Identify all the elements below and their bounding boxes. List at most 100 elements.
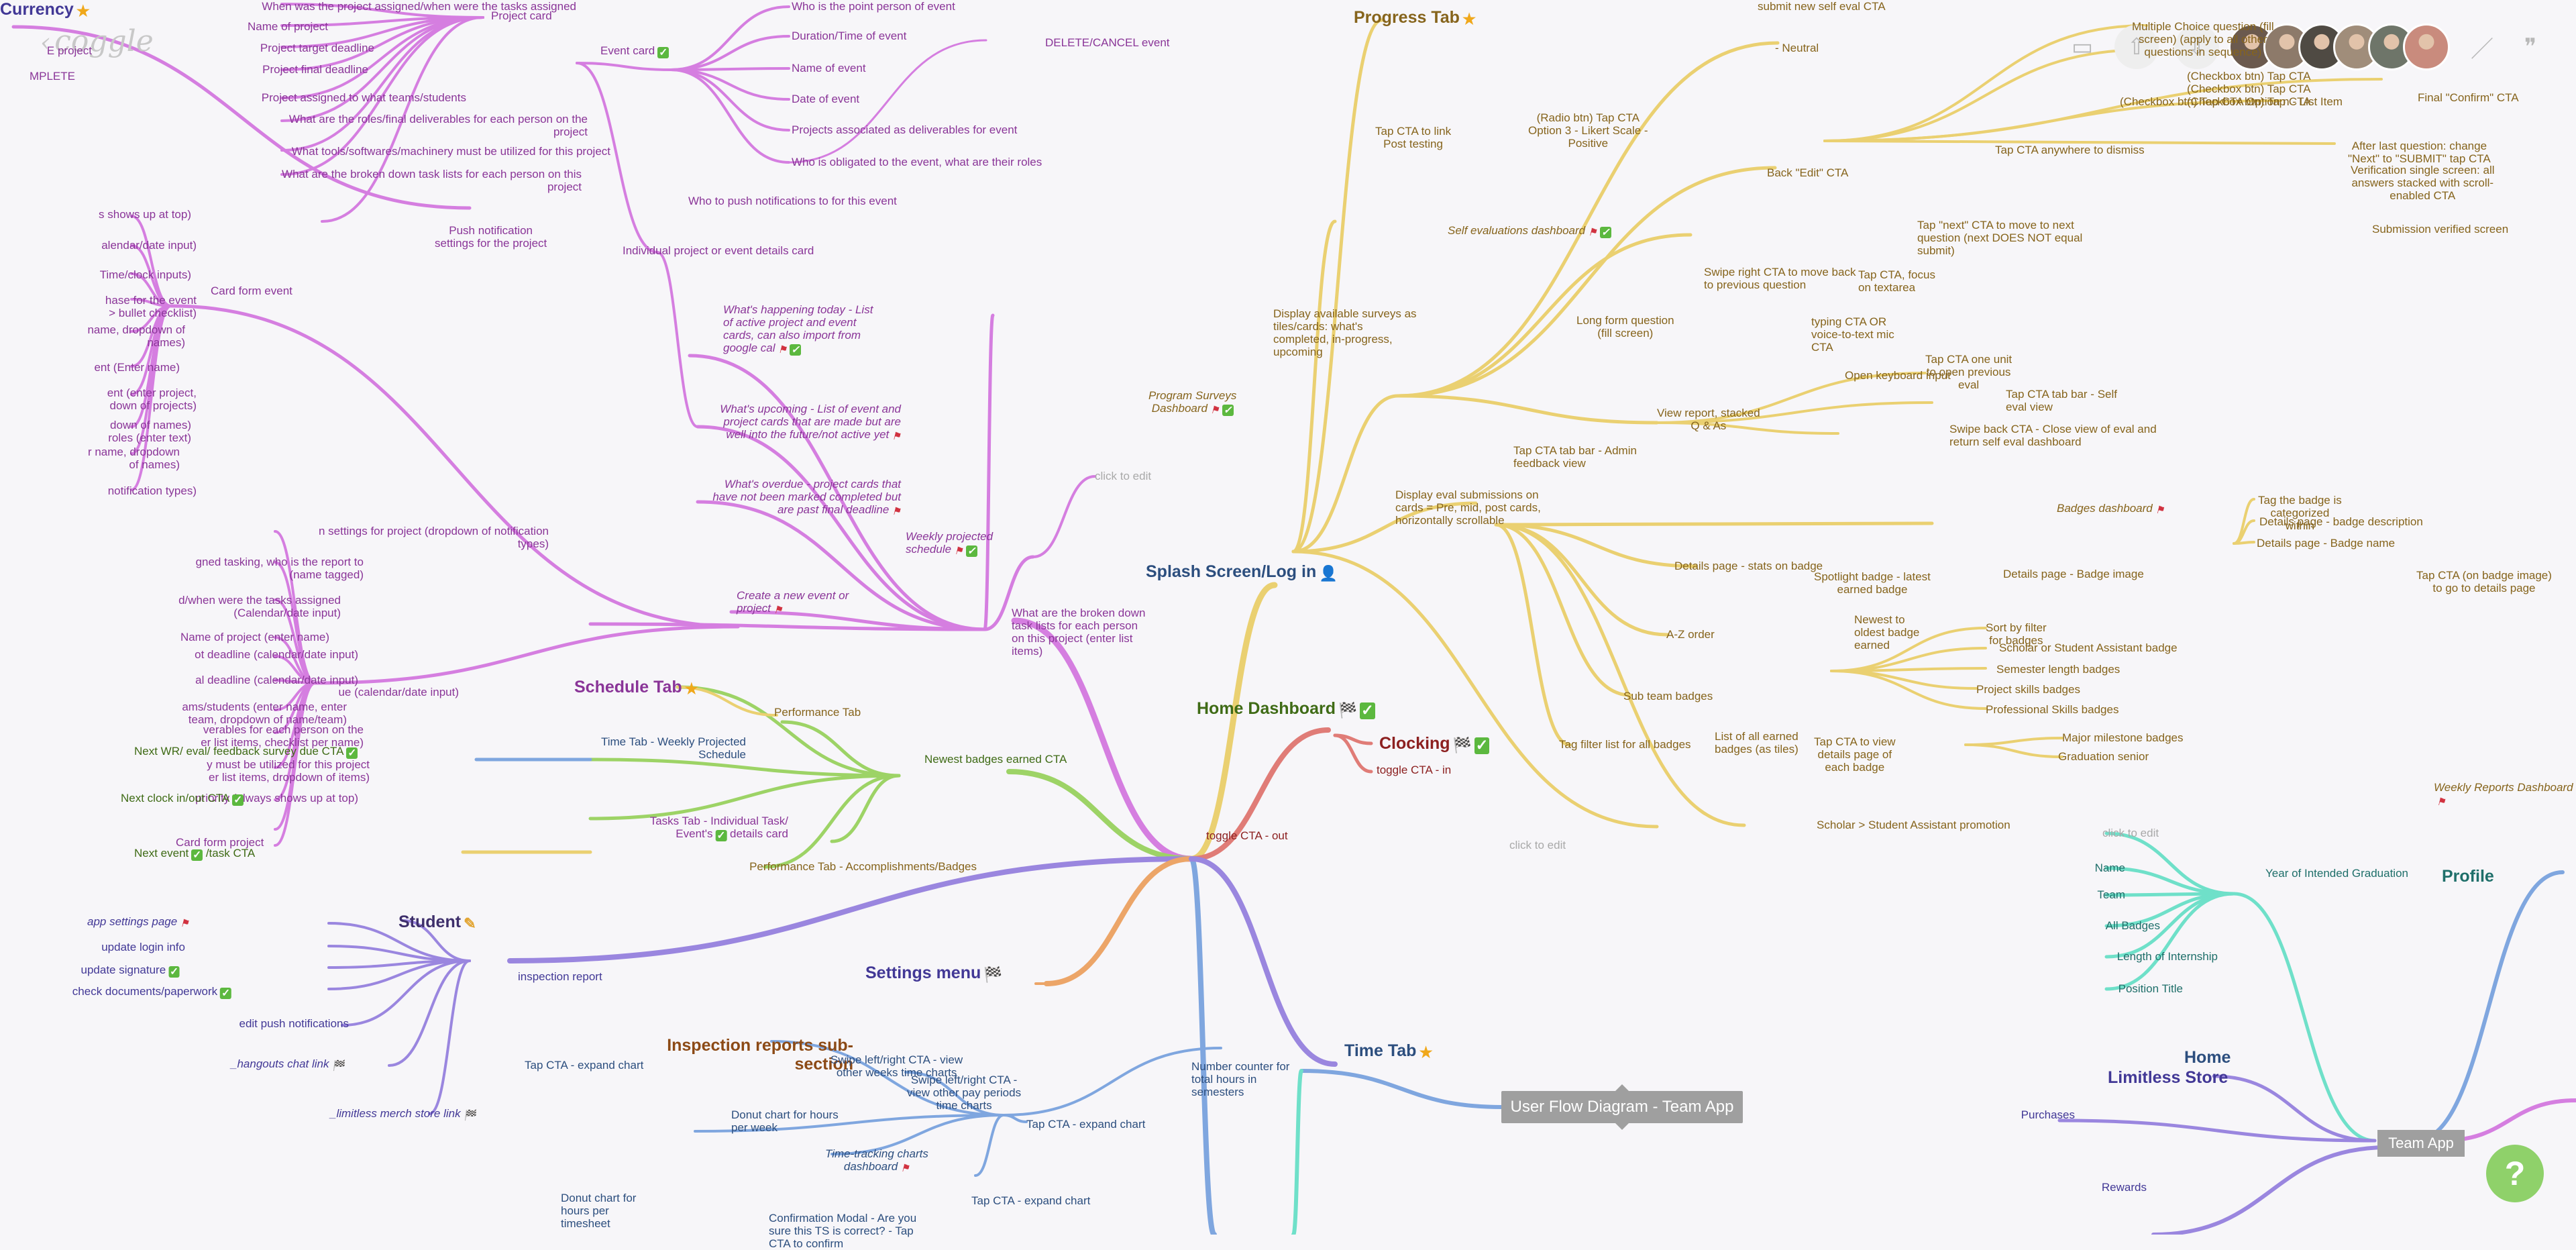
mindmap-node[interactable]: What's happening today - List of active … (723, 303, 873, 356)
mindmap-node[interactable]: Tap CTA anywhere to dismiss (1995, 144, 2145, 156)
mindmap-node[interactable]: update signature✓ (81, 963, 180, 978)
mindmap-node[interactable]: Weekly projected schedule⚑✓ (906, 530, 993, 558)
mindmap-node[interactable]: Sub team badges (1623, 690, 1713, 702)
mindmap-node[interactable]: (Checkbox btn) Tap CTA (Checkbox btn) Ta… (2187, 70, 2311, 108)
mindmap-node[interactable]: Donut chart for hours per timesheet (561, 1192, 636, 1230)
mindmap-node[interactable]: Rewards (2102, 1181, 2147, 1194)
mindmap-node[interactable]: gned tasking, who is the report to (name… (196, 556, 364, 581)
mindmap-node[interactable]: Tap "next" CTA to move to next question … (1917, 219, 2082, 257)
mindmap-node[interactable]: Tap CTA tab bar - Admin feedback view (1513, 444, 1637, 470)
mindmap-node[interactable]: Settings menu🏁 (865, 963, 1002, 983)
mindmap-node[interactable]: Duration/Time of event (792, 30, 906, 42)
mindmap-node[interactable]: Time Tab - Weekly Projected Schedule (601, 735, 746, 761)
mindmap-node[interactable]: Individual project or event details card (623, 244, 814, 257)
mindmap-node[interactable]: Who is obligated to the event, what are … (792, 156, 1042, 168)
mindmap-node[interactable]: Swipe left/right CTA - view other weeks … (830, 1053, 963, 1079)
help-button[interactable]: ? (2486, 1145, 2544, 1202)
mindmap-node[interactable]: Scholar or Student Assistant badge (1999, 641, 2178, 654)
mindmap-node[interactable]: Final "Confirm" CTA (2418, 91, 2519, 104)
mindmap-node[interactable]: Long form question (fill screen) (1576, 314, 1674, 340)
mindmap-node[interactable]: _limitless merch store link🏁 (330, 1107, 476, 1121)
mindmap-node[interactable]: Home (2184, 1048, 2231, 1067)
mindmap-node[interactable]: Tap CTA (on badge image) to go to detail… (2416, 569, 2552, 594)
mindmap-node[interactable]: Swipe left/right CTA - view other pay pe… (907, 1074, 1021, 1112)
mindmap-node[interactable]: Push notification settings for the proje… (435, 224, 547, 250)
collaborator-avatars[interactable] (2229, 23, 2450, 70)
mindmap-node[interactable]: Details page - badge description (2259, 515, 2423, 528)
mindmap-node[interactable]: n settings for project (dropdown of noti… (319, 525, 549, 550)
mindmap-node[interactable]: View report, stacked Q & As (1657, 407, 1760, 432)
mindmap-node[interactable]: alendar/date input) (101, 239, 197, 252)
mindmap-node[interactable]: ot deadline (calendar/date input) (195, 648, 358, 661)
mindmap-node[interactable]: When was the project assigned/when were … (262, 0, 576, 13)
mindmap-node[interactable]: Swipe right CTA to move back to previous… (1704, 266, 1856, 291)
mindmap-node[interactable]: Tap CTA - expand chart (1026, 1118, 1145, 1131)
mindmap-node[interactable]: What are the roles/final deliverables fo… (289, 113, 588, 138)
mindmap-node[interactable]: Currency★ (0, 0, 90, 19)
mindmap-node[interactable]: toggle CTA - in (1377, 764, 1451, 776)
mindmap-node[interactable]: Back "Edit" CTA (1767, 166, 1848, 179)
mindmap-node[interactable]: Newest to oldest badge earned (1854, 613, 1919, 652)
mindmap-node[interactable]: check documents/paperwork✓ (72, 985, 231, 1000)
mindmap-node[interactable]: submit new self eval CTA (1758, 0, 1886, 13)
mindmap-node[interactable]: Semester length badges (1996, 663, 2120, 676)
mindmap-node[interactable]: Splash Screen/Log in👤 (1146, 562, 1338, 582)
mindmap-node[interactable]: ent (Enter name) (94, 361, 180, 374)
mindmap-node[interactable]: al deadline (calendar/date input) (195, 674, 358, 686)
back-arrow-icon[interactable]: ‹ (40, 28, 51, 57)
mindmap-node[interactable]: Details page - stats on badge (1674, 560, 1823, 572)
mindmap-node[interactable]: Graduation senior (2058, 750, 2149, 763)
mindmap-node[interactable]: Program Surveys Dashboard⚑✓ (1148, 389, 1236, 417)
mindmap-node[interactable]: click to edit (1509, 839, 1566, 851)
upload-icon[interactable]: ⇧ (2114, 25, 2159, 69)
mindmap-node[interactable]: Project final deadline (262, 63, 368, 76)
mindmap-node[interactable]: Date of event (792, 93, 859, 105)
mindmap-node[interactable]: Newest badges earned CTA (924, 753, 1067, 766)
mindmap-node[interactable]: Home Dashboard🏁✓ (1197, 699, 1375, 719)
mindmap-node[interactable]: notification types) (108, 484, 197, 497)
mindmap-node[interactable]: Next event✓ /task CTA (134, 847, 255, 862)
mindmap-node[interactable]: DELETE/CANCEL event (1045, 36, 1170, 49)
mindmap-node[interactable]: Time/clock inputs) (100, 268, 191, 281)
mindmap-node[interactable]: down of names) roles (enter text) (108, 419, 191, 444)
mindmap-node[interactable]: What's upcoming - List of event and proj… (720, 403, 901, 441)
mindmap-node[interactable]: ue (calendar/date input) (338, 686, 459, 698)
mindmap-node[interactable]: s shows up at top) (99, 208, 191, 221)
mindmap-node[interactable]: Profile (2442, 867, 2494, 886)
mindmap-node[interactable]: Event card✓ (600, 44, 669, 59)
mindmap-node[interactable]: What are the broken down task lists for … (1012, 607, 1145, 658)
mindmap-node[interactable]: Tap CTA - expand chart (971, 1194, 1090, 1207)
mindmap-node[interactable]: Purchases (2021, 1108, 2075, 1121)
mindmap-node[interactable]: Display eval submissions on cards = Pre,… (1395, 488, 1541, 527)
mindmap-node[interactable]: hase for the event > bullet checklist) (105, 294, 197, 319)
mindmap-node[interactable]: Project assigned to what teams/students (262, 91, 466, 104)
mindmap-node[interactable]: Card form event (211, 284, 292, 297)
mindmap-node[interactable]: (Radio btn) Tap CTA Option 3 - Likert Sc… (1528, 111, 1648, 150)
mindmap-node[interactable]: edit push notifications (239, 1017, 350, 1030)
mindmap-node[interactable]: Next WR/ eval/ feedback survey due CTA✓ (134, 745, 358, 760)
mindmap-node[interactable]: Schedule Tab★ (574, 678, 698, 697)
mindmap-node[interactable]: Project skills badges (1976, 683, 2080, 696)
mindmap-node[interactable]: Details page - Badge name (2257, 537, 2395, 550)
mindmap-node[interactable]: Student✎ (398, 913, 476, 932)
mindmap-node[interactable]: Name of event (792, 62, 866, 74)
avatar[interactable] (2403, 23, 2450, 70)
present-icon[interactable]: ▭ (2071, 34, 2094, 60)
mindmap-node[interactable]: Open keyboard input (1845, 369, 1951, 382)
download-icon[interactable]: ⇩ (2175, 25, 2219, 69)
mindmap-node[interactable]: Progress Tab★ (1354, 8, 1476, 28)
mindmap-node[interactable]: What's overdue - project cards that have… (712, 478, 901, 517)
mindmap-node[interactable]: Who is the point person of event (792, 0, 955, 13)
mindmap-node[interactable]: name, dropdown of names) (87, 323, 185, 349)
mindmap-node[interactable]: Self evaluations dashboard⚑✓ (1448, 224, 1611, 239)
mindmap-node[interactable]: Donut chart for hours per week (731, 1108, 839, 1134)
mindmap-node[interactable]: toggle CTA - out (1206, 829, 1288, 842)
mindmap-node[interactable]: typing CTA OR voice-to-text mic CTA (1811, 315, 1894, 354)
mindmap-node[interactable]: Professional Skills badges (1986, 703, 2118, 716)
mindmap-node[interactable]: r name, dropdown of names) (88, 446, 180, 471)
mindmap-node[interactable]: inspection report (518, 970, 602, 983)
mindmap-node[interactable]: Number counter for total hours in semest… (1191, 1060, 1289, 1098)
mindmap-node[interactable]: Length of Internship (2117, 950, 2218, 963)
mindmap-node[interactable]: - Neutral (1775, 42, 1819, 54)
mindmap-node[interactable]: Confirmation Modal - Are you sure this T… (769, 1212, 916, 1250)
